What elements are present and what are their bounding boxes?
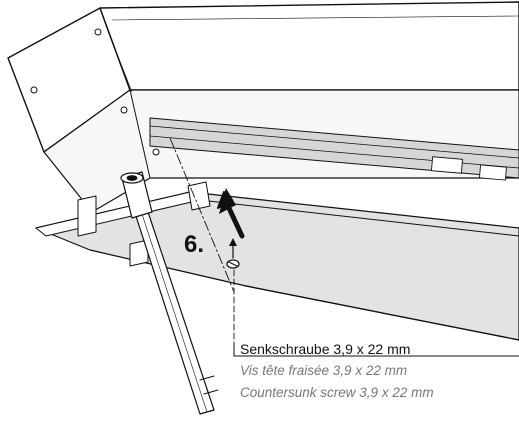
screw-head-1 [30,86,38,94]
screw-head-2 [94,28,102,36]
screwdriver-icon [120,171,219,415]
rail-profile [149,117,519,181]
housing [7,1,519,213]
rail-clip-1 [430,156,464,174]
caption-german: Senkschraube 3,9 x 22 mm [240,341,411,357]
cover-panel [35,181,519,341]
screw-head-4 [152,148,160,156]
screw-head-3 [120,106,128,114]
housing-top-face [99,1,519,91]
caption-french: Vis tête fraisée 3,9 x 22 mm [240,363,408,378]
alignment-line [169,137,235,293]
caption-english: Countersunk screw 3,9 x 22 mm [240,385,434,400]
arrow-up-icon [217,188,245,239]
mounting-bracket [187,181,211,211]
rail-clip-2 [478,164,507,181]
screw-icon [226,238,240,269]
step-number: 6. [184,231,205,258]
